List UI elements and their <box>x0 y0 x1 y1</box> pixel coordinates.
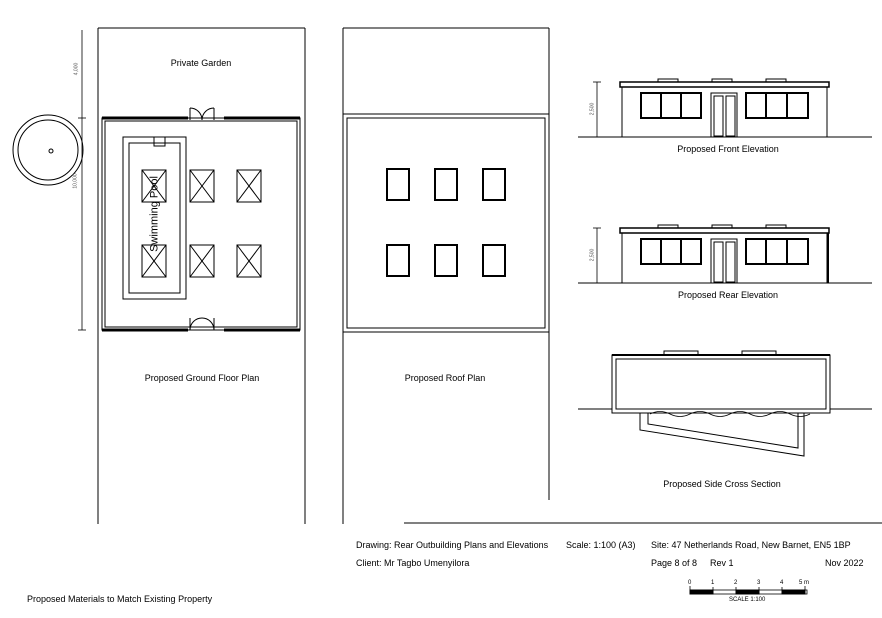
label-private-garden: Private Garden <box>170 58 232 68</box>
title-date: Nov 2022 <box>825 558 864 568</box>
side-cross-section <box>578 350 872 457</box>
label-ground-floor-plan: Proposed Ground Floor Plan <box>144 373 260 383</box>
door-bottom <box>189 317 215 331</box>
dim-garden-depth: 4,000 <box>73 62 80 76</box>
title-scale: Scale: 1:100 (A3) <box>566 540 636 550</box>
title-page: Page 8 of 8 <box>651 558 698 568</box>
scale-tick-2: 2 <box>734 580 738 586</box>
scale-tick-1: 1 <box>711 580 715 586</box>
swimming-pool <box>122 136 187 300</box>
dim-building-depth: 10,000 <box>72 173 79 189</box>
label-roof-plan: Proposed Roof Plan <box>404 373 486 383</box>
scale-tick-3: 3 <box>757 580 761 586</box>
label-side-cross-section: Proposed Side Cross Section <box>663 479 781 489</box>
title-drawing: Drawing: Rear Outbuilding Plans and Elev… <box>356 540 549 550</box>
scale-bar <box>689 586 808 595</box>
title-site: Site: 47 Netherlands Road, New Barnet, E… <box>651 540 851 550</box>
door-top <box>189 107 215 121</box>
front-elevation <box>578 78 872 138</box>
title-client: Client: Mr Tagbo Umenyilora <box>356 558 470 568</box>
label-swimming-pool: Swimming Pool <box>148 176 161 252</box>
scale-tick-0: 0 <box>688 580 692 586</box>
title-revision: Rev 1 <box>710 558 734 568</box>
scale-tick-4: 4 <box>780 580 784 586</box>
roof-plan <box>342 27 550 524</box>
label-front-elevation: Proposed Front Elevation <box>677 144 779 154</box>
ground-floor-walls <box>101 116 301 332</box>
skylight-markers <box>141 169 262 278</box>
rear-elevation <box>578 224 872 284</box>
label-rear-elevation: Proposed Rear Elevation <box>677 290 779 300</box>
scale-bar-label: SCALE 1:100 <box>729 597 766 603</box>
tree-symbol <box>12 114 84 186</box>
dim-front-height: 2,500 <box>589 102 596 116</box>
dim-rear-height: 2,500 <box>589 248 596 262</box>
note-materials: Proposed Materials to Match Existing Pro… <box>27 594 213 604</box>
scale-tick-5: 5 m <box>799 580 810 586</box>
